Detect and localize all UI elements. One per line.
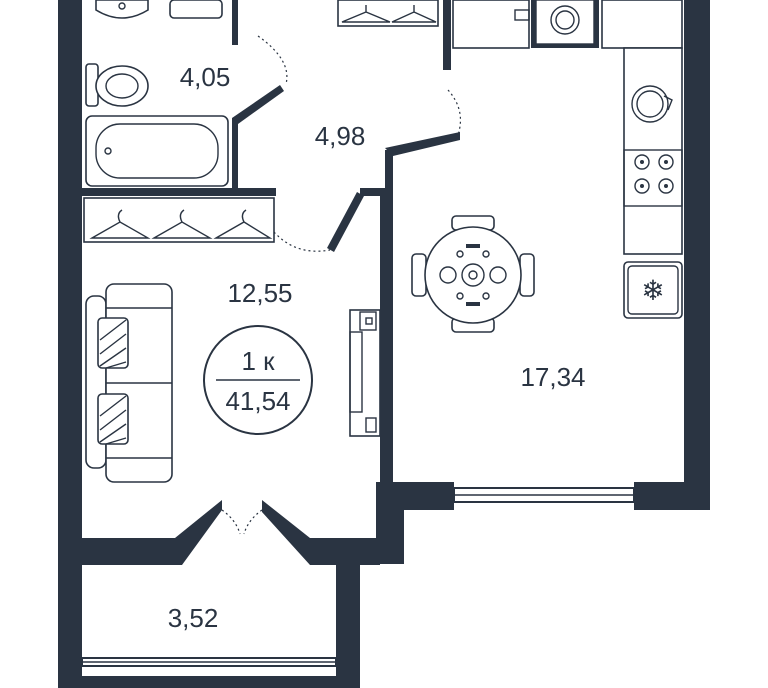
hanger-icon [89, 209, 273, 239]
living-area-label: 12,55 [227, 278, 292, 308]
washing-machine-icon [514, 5, 580, 35]
kitchen-counter [623, 47, 683, 255]
dining-table-icon [411, 215, 535, 333]
kitchen-area-label: 17,34 [520, 362, 585, 392]
hall-wardrobe-top [337, 0, 439, 27]
balcony-area-label: 3,52 [168, 603, 219, 633]
svg-text:❄: ❄ [641, 274, 664, 307]
rooms-count-label: 1 к [241, 346, 275, 376]
hanger-icon [341, 5, 437, 23]
bathroom-area-label: 4,05 [180, 62, 231, 92]
door-swings [221, 35, 461, 535]
total-area-label: 41,54 [225, 386, 290, 416]
sink-icon [95, 0, 149, 19]
sofa-icon [85, 283, 173, 483]
fridge-icon: ❄ [623, 261, 683, 319]
bathtub-icon [85, 115, 229, 187]
apartment-summary-badge: 1 к 41,54 [203, 325, 313, 435]
toilet-icon [85, 63, 149, 107]
sink-icon [631, 85, 673, 123]
stove-icon [623, 149, 683, 207]
washing-machine-icon [169, 0, 223, 19]
hall-area-label: 4,98 [315, 121, 366, 151]
tv-stand-icon [349, 309, 381, 437]
wardrobe [83, 197, 275, 243]
walls [58, 0, 710, 688]
kitchen-top-cabinets [452, 0, 683, 49]
